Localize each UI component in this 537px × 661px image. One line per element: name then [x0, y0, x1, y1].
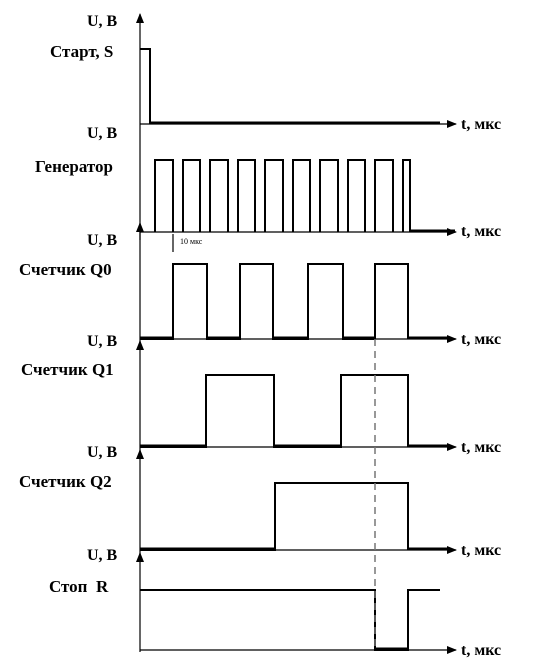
time-label-stop: t, мкс [461, 642, 501, 659]
voltage-label-start: U, В [87, 13, 118, 30]
time-label-start: t, мкс [461, 116, 501, 133]
time-label-q1: t, мкс [461, 439, 501, 456]
signal-stop [140, 589, 440, 651]
signal-q1 [140, 374, 409, 448]
voltage-label-q0: U, В [87, 232, 118, 249]
voltage-label-generator: U, В [87, 125, 118, 142]
time-label-q0: t, мкс [461, 331, 501, 348]
voltage-label-q1: U, В [87, 333, 118, 350]
channel-label-stop: Стоп R [49, 577, 109, 596]
channel-label-start: Старт, S [50, 42, 113, 61]
voltage-label-q2: U, В [87, 444, 118, 461]
voltage-label-stop: U, В [87, 547, 118, 564]
channel-label-generator: Генератор [35, 157, 113, 176]
time-label-generator: t, мкс [461, 223, 501, 240]
channel-label-q1: Счетчик Q1 [21, 360, 114, 379]
time-label-q2: t, мкс [461, 542, 501, 559]
signal-start-pulse [140, 48, 151, 124]
signal-generator-pulses [154, 159, 411, 232]
channel-label-q2: Счетчик Q2 [19, 472, 112, 491]
channel-label-q0: Счетчик Q0 [19, 260, 112, 279]
signal-q2 [140, 482, 409, 551]
period-annotation: 10 мкс [180, 237, 203, 246]
signal-q0 [140, 263, 409, 340]
